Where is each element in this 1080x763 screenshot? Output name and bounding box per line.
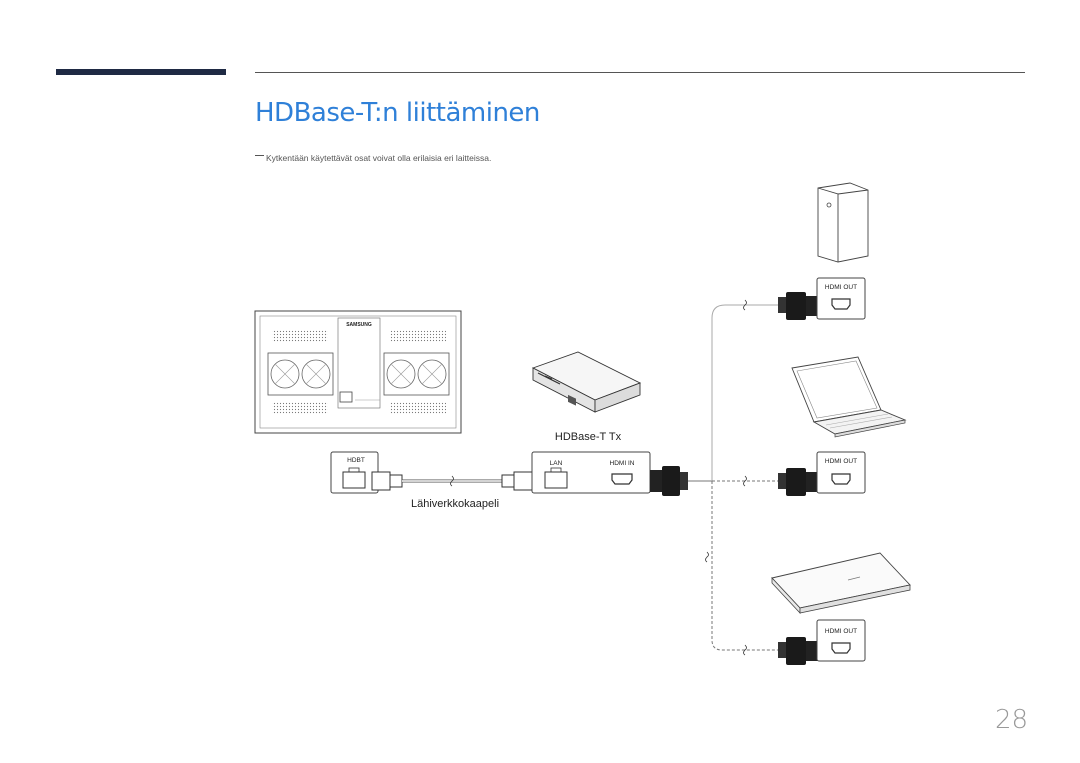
hdbaset-transmitter-device: HDBase-T Tx bbox=[531, 351, 642, 443]
hdbt-port-label: HDBT bbox=[347, 457, 365, 464]
page-title: HDBase-T:n liittäminen bbox=[255, 98, 540, 128]
hdmi-port-icon bbox=[831, 473, 851, 485]
hdmi-plug-icon bbox=[778, 637, 818, 665]
note-dash bbox=[255, 155, 264, 157]
transmitter-label: HDBase-T Tx bbox=[555, 431, 622, 443]
bluray-player-device bbox=[771, 552, 911, 615]
transmitter-port-box: LAN HDMI IN bbox=[531, 451, 651, 494]
lan-cable: Lähiverkkokaapeli bbox=[371, 471, 533, 510]
pc-tower-device bbox=[817, 182, 869, 263]
note-text: Kytkentään käytettävät osat voivat olla … bbox=[266, 153, 492, 163]
note: Kytkentään käytettävät osat voivat olla … bbox=[255, 153, 491, 163]
hdmi-out-label: HDMI OUT bbox=[825, 628, 857, 635]
hdmi-plug-icon bbox=[778, 468, 818, 496]
vent-grille bbox=[272, 330, 328, 342]
source-port-box-pc: HDMI OUT bbox=[816, 277, 866, 320]
hdmi-in-label: HDMI IN bbox=[610, 460, 635, 467]
hdbt-port-small bbox=[339, 391, 353, 403]
display-rear-panel: SAMSUNG bbox=[254, 310, 462, 434]
cable-label: Lähiverkkokaapeli bbox=[411, 498, 499, 510]
fan-housing bbox=[267, 352, 334, 396]
source-port-box-laptop: HDMI OUT bbox=[816, 451, 866, 494]
vent-grille bbox=[390, 330, 446, 342]
hdbt-port-box: HDBT bbox=[330, 451, 379, 494]
fan-icon bbox=[301, 359, 331, 389]
hdmi-port-icon bbox=[831, 298, 851, 310]
display-brand: SAMSUNG bbox=[346, 322, 372, 328]
power-button-icon bbox=[826, 202, 832, 208]
page-number: 28 bbox=[995, 705, 1029, 735]
hdmi-out-label: HDMI OUT bbox=[825, 458, 857, 465]
hdmi-cable-routing bbox=[688, 299, 778, 656]
rj45-plug-icon bbox=[371, 471, 391, 491]
vent-grille bbox=[272, 402, 328, 414]
source-port-box-bluray: HDMI OUT bbox=[816, 619, 866, 662]
fan-housing bbox=[383, 352, 450, 396]
rj45-plug-icon bbox=[513, 471, 533, 491]
hdmi-port-icon bbox=[831, 642, 851, 654]
laptop-device bbox=[791, 356, 907, 438]
vent-grille bbox=[390, 402, 446, 414]
fan-icon bbox=[417, 359, 447, 389]
header-bar bbox=[56, 69, 226, 75]
fan-icon bbox=[270, 359, 300, 389]
hdmi-port-icon bbox=[611, 473, 633, 485]
hdmi-out-label: HDMI OUT bbox=[825, 284, 857, 291]
fan-icon bbox=[386, 359, 416, 389]
hdmi-plug-icon bbox=[778, 292, 818, 320]
lan-port-label: LAN bbox=[550, 460, 563, 467]
hdmi-plug-icon bbox=[650, 466, 688, 496]
header-rule bbox=[255, 72, 1025, 73]
